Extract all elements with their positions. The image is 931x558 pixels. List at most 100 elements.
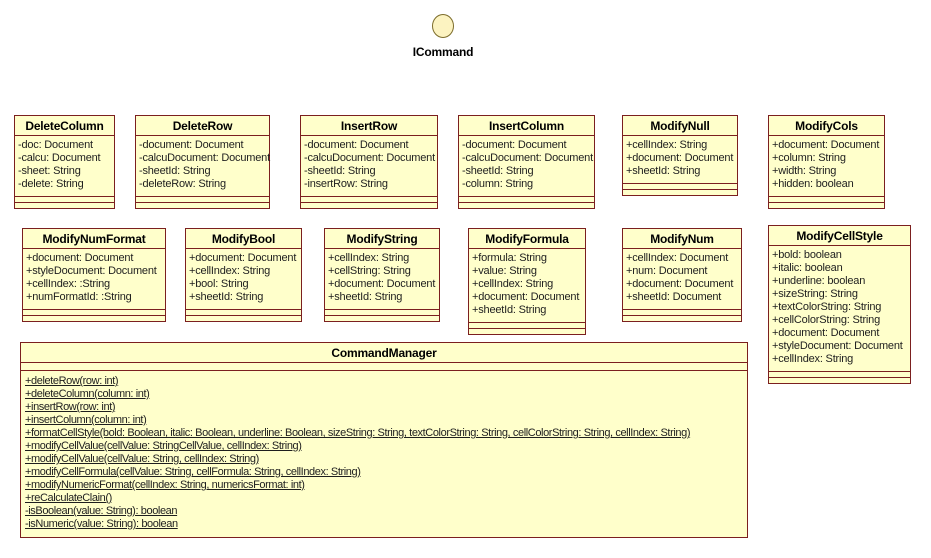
- class-method: +deleteColumn(column: int): [25, 388, 150, 400]
- empty-compartment: [23, 309, 165, 315]
- class-title: ModifyNum: [623, 229, 741, 249]
- class-attribute: +textColorString: String: [772, 301, 882, 313]
- class-attribute: +value: String: [472, 265, 537, 277]
- class-attribute: +document: Document: [772, 327, 880, 339]
- class-method: +modifyCellValue(cellValue: String, cell…: [25, 453, 259, 465]
- class-attribute: -calcu: Document: [18, 152, 101, 164]
- empty-compartment: [459, 202, 594, 208]
- class-attribute: +cellIndex: String: [189, 265, 271, 277]
- class-attribute: +bool: String: [189, 278, 249, 290]
- class-title: ModifyFormula: [469, 229, 585, 249]
- class-attribute: -calcuDocument: Document: [304, 152, 435, 164]
- icommand-interface[interactable]: ICommand: [403, 14, 483, 59]
- class-attribute: -doc: Document: [18, 139, 93, 151]
- empty-compartment: [186, 315, 301, 321]
- class-title: ModifyString: [325, 229, 439, 249]
- class-attributes: +document: Document+column: String+width…: [769, 136, 884, 196]
- class-attribute: -document: Document: [139, 139, 244, 151]
- class-box-modifynumformat[interactable]: ModifyNumFormat +document: Document+styl…: [22, 228, 166, 322]
- class-attribute: +cellIndex: Document: [626, 252, 729, 264]
- empty-compartment: [15, 196, 114, 202]
- interface-name: ICommand: [412, 45, 474, 59]
- class-attribute: +column: String: [772, 152, 846, 164]
- class-box-insertrow[interactable]: InsertRow -document: Document-calcuDocum…: [300, 115, 438, 209]
- class-box-modifycols[interactable]: ModifyCols +document: Document+column: S…: [768, 115, 885, 209]
- class-attribute: +cellIndex: :String: [26, 278, 110, 290]
- class-title: ModifyCols: [769, 116, 884, 136]
- class-box-modifystring[interactable]: ModifyString +cellIndex: String+cellStri…: [324, 228, 440, 322]
- class-box-modifyformula[interactable]: ModifyFormula +formula: String+value: St…: [468, 228, 586, 335]
- class-method: +deleteRow(row: int): [25, 375, 119, 387]
- class-attribute: +document: Document: [472, 291, 580, 303]
- class-method: +modifyCellFormula(cellValue: String, ce…: [25, 466, 361, 478]
- class-title: ModifyNull: [623, 116, 737, 136]
- class-box-deleterow[interactable]: DeleteRow -document: Document-calcuDocum…: [135, 115, 270, 209]
- class-attribute: +document: Document: [328, 278, 436, 290]
- class-box-modifybool[interactable]: ModifyBool +document: Document+cellIndex…: [185, 228, 302, 322]
- empty-compartment: [325, 309, 439, 315]
- class-attribute: +cellIndex: String: [626, 139, 708, 151]
- empty-compartment: [459, 196, 594, 202]
- class-title: ModifyCellStyle: [769, 226, 910, 246]
- class-attribute: -sheetId: String: [462, 165, 534, 177]
- empty-compartment: [15, 202, 114, 208]
- class-attribute: -delete: String: [18, 178, 84, 190]
- class-attribute: +sheetId: String: [626, 165, 701, 177]
- empty-attributes-compartment: [21, 363, 747, 371]
- empty-compartment: [301, 202, 437, 208]
- empty-compartment: [769, 196, 884, 202]
- class-box-insertcolumn[interactable]: InsertColumn -document: Document-calcuDo…: [458, 115, 595, 209]
- class-attribute: -document: Document: [304, 139, 409, 151]
- class-attribute: +document: Document: [772, 139, 880, 151]
- class-attribute: +document: Document: [26, 252, 134, 264]
- class-attribute: +cellColorString: String: [772, 314, 880, 326]
- class-attribute: +cellString: String: [328, 265, 411, 277]
- class-attribute: +bold: boolean: [772, 249, 842, 261]
- class-attributes: +document: Document+styleDocument: Docum…: [23, 249, 165, 309]
- class-box-modifycellstyle[interactable]: ModifyCellStyle +bold: boolean+italic: b…: [768, 225, 911, 384]
- class-title: ModifyBool: [186, 229, 301, 249]
- class-method: +reCalculateClain(): [25, 492, 112, 504]
- class-attribute: +numFormatId: :String: [26, 291, 132, 303]
- empty-compartment: [325, 315, 439, 321]
- empty-compartment: [623, 309, 741, 315]
- class-attribute: -column: String: [462, 178, 533, 190]
- class-box-commandmanager[interactable]: CommandManager +deleteRow(row: int)+dele…: [20, 342, 748, 538]
- class-attributes: -doc: Document-calcu: Document-sheet: St…: [15, 136, 114, 196]
- empty-compartment: [623, 183, 737, 189]
- empty-compartment: [301, 196, 437, 202]
- class-attribute: +sheetId: String: [189, 291, 264, 303]
- class-attribute: +styleDocument: Document: [26, 265, 157, 277]
- class-attributes: +bold: boolean+italic: boolean+underline…: [769, 246, 910, 371]
- empty-compartment: [136, 196, 269, 202]
- empty-compartment: [769, 377, 910, 383]
- class-attribute: -sheetId: String: [139, 165, 211, 177]
- class-attributes: -document: Document-calcuDocument: Docum…: [301, 136, 437, 196]
- class-box-deletecolumn[interactable]: DeleteColumn -doc: Document-calcu: Docum…: [14, 115, 115, 209]
- class-attribute: +underline: boolean: [772, 275, 866, 287]
- class-attribute: +document: Document: [626, 278, 734, 290]
- empty-compartment: [769, 371, 910, 377]
- class-attribute: -deleteRow: String: [139, 178, 226, 190]
- class-attribute: -sheet: String: [18, 165, 81, 177]
- class-box-modifynull[interactable]: ModifyNull +cellIndex: String+document: …: [622, 115, 738, 196]
- class-attribute: +document: Document: [189, 252, 297, 264]
- class-attribute: +styleDocument: Document: [772, 340, 903, 352]
- class-attribute: +cellIndex: String: [328, 252, 410, 264]
- class-box-modifynum[interactable]: ModifyNum +cellIndex: Document+num: Docu…: [622, 228, 742, 322]
- class-attribute: -sheetId: String: [304, 165, 376, 177]
- class-methods: +deleteRow(row: int)+deleteColumn(column…: [21, 371, 747, 537]
- class-attribute: -calcuDocument: Document: [139, 152, 270, 164]
- class-attribute: +sizeString: String: [772, 288, 858, 300]
- class-method: +insertRow(row: int): [25, 401, 116, 413]
- class-attribute: +num: Document: [626, 265, 708, 277]
- empty-compartment: [469, 328, 585, 334]
- class-attribute: +width: String: [772, 165, 837, 177]
- class-attribute: +sheetId: Document: [626, 291, 722, 303]
- empty-compartment: [623, 189, 737, 195]
- class-method: +formatCellStyle(bold: Boolean, italic: …: [25, 427, 691, 439]
- class-method: -isNumeric(value: String): boolean: [25, 518, 178, 530]
- class-attribute: -insertRow: String: [304, 178, 388, 190]
- class-title: CommandManager: [21, 343, 747, 363]
